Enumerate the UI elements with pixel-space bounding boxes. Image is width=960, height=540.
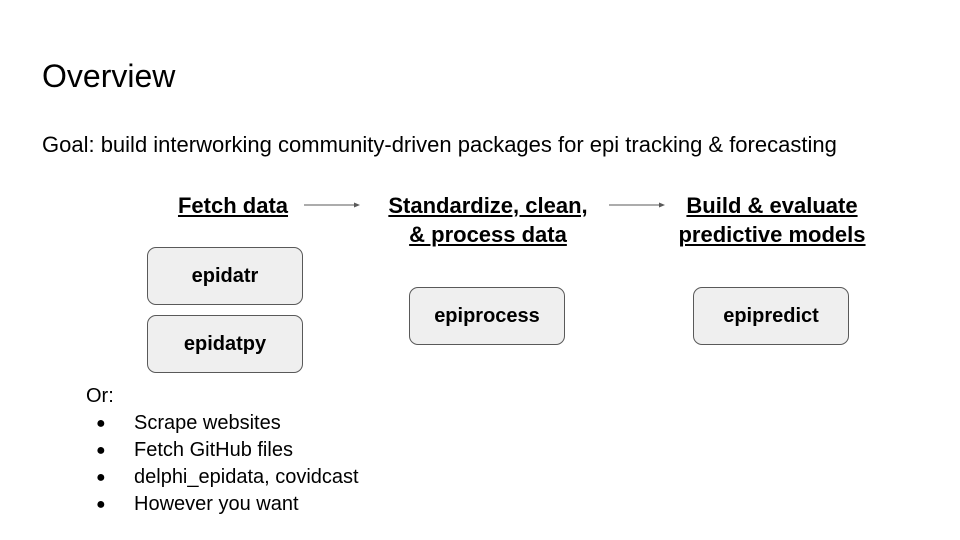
list-item: ● However you want: [96, 491, 359, 518]
list-item-text: Fetch GitHub files: [134, 439, 293, 461]
list-item-text: delphi_epidata, covidcast: [134, 466, 359, 488]
bullet-icon: ●: [96, 469, 106, 486]
stage-heading-model: Build & evaluate predictive models: [662, 191, 882, 249]
package-label: epipredict: [723, 304, 819, 327]
alternatives-list: ● Scrape websites ● Fetch GitHub files ●…: [96, 410, 359, 518]
package-box-epiprocess: epiprocess: [409, 287, 565, 345]
bullet-icon: ●: [96, 442, 106, 459]
right-arrow-icon: [304, 202, 360, 208]
list-item: ● Scrape websites: [96, 410, 359, 437]
package-box-epidatr: epidatr: [147, 247, 303, 305]
list-item: ● delphi_epidata, covidcast: [96, 464, 359, 491]
list-item-text: However you want: [134, 493, 299, 515]
list-item: ● Fetch GitHub files: [96, 437, 359, 464]
bullet-icon: ●: [96, 415, 106, 432]
right-arrow-icon: [609, 202, 665, 208]
package-label: epiprocess: [434, 304, 540, 327]
stage-heading-model-line1: Build & evaluate: [686, 193, 858, 218]
bullet-icon: ●: [96, 496, 106, 513]
stage-heading-process: Standardize, clean, & process data: [368, 191, 608, 249]
stage-heading-process-line2: & process data: [409, 222, 567, 247]
stage-heading-model-line2: predictive models: [678, 222, 866, 247]
package-label: epidatr: [191, 264, 259, 287]
stage-heading-process-line1: Standardize, clean,: [388, 193, 588, 218]
package-label: epidatpy: [183, 332, 267, 355]
package-box-epidatpy: epidatpy: [147, 315, 303, 373]
stage-heading-fetch: Fetch data: [163, 191, 303, 220]
slide-title: Overview: [42, 58, 176, 94]
alternatives-label: Or:: [86, 385, 114, 407]
list-item-text: Scrape websites: [134, 412, 281, 434]
goal-statement: Goal: build interworking community-drive…: [42, 132, 837, 157]
stage-heading-fetch-line1: Fetch data: [177, 193, 289, 218]
package-box-epipredict: epipredict: [693, 287, 849, 345]
